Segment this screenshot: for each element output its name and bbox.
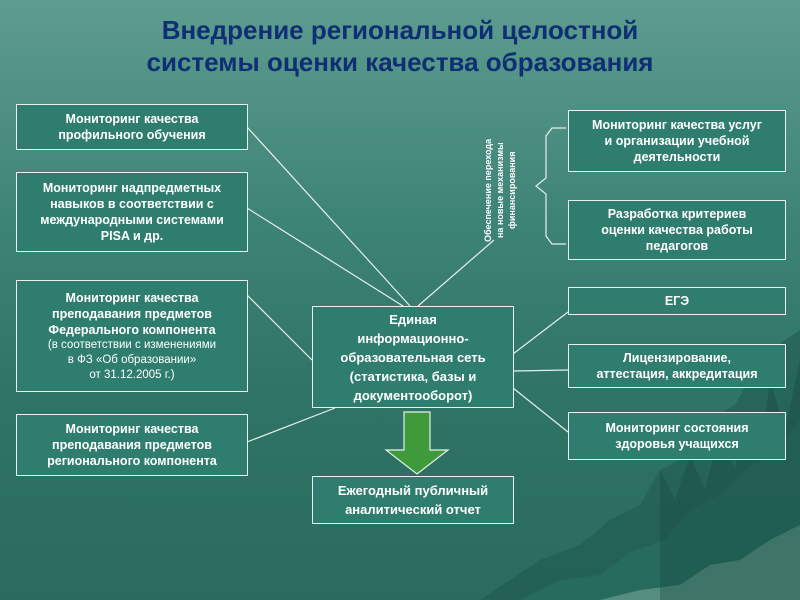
vertical-label-line: Обеспечение перехода xyxy=(483,138,493,242)
box-line: международными системами xyxy=(40,213,224,227)
left-box-skills-monitoring: Мониторинг надпредметных навыков в соотв… xyxy=(16,172,248,252)
right-box-service-quality: Мониторинг качества услуг и организации … xyxy=(568,110,786,172)
box-note-line: (в соответствии с изменениями xyxy=(47,338,217,351)
box-note-line: в ФЗ «Об образовании» xyxy=(67,353,197,366)
connector-line xyxy=(512,369,569,372)
vertical-financing-label: Обеспечение перехода на новые механизмы … xyxy=(482,124,522,256)
left-box-federal-component: Мониторинг качества преподавания предмет… xyxy=(16,280,248,392)
left-box-regional-component: Мониторинг качества преподавания предмет… xyxy=(16,414,248,476)
left-box-profile-monitoring: Мониторинг качества профильного обучения xyxy=(16,104,248,150)
box-line: образовательная сеть xyxy=(340,349,486,365)
box-line: PISA и др. xyxy=(100,229,164,243)
box-line: аттестация, аккредитация xyxy=(596,367,758,381)
vertical-label-line: на новые механизмы xyxy=(495,142,505,238)
box-line: профильного обучения xyxy=(58,128,206,142)
box-line: Ежегодный публичный xyxy=(337,483,489,498)
connector-line xyxy=(512,387,569,433)
box-line: Мониторинг качества услуг xyxy=(592,118,762,132)
box-line: преподавания предметов xyxy=(52,306,212,321)
box-line: Мониторинг качества xyxy=(65,422,199,436)
connector-line xyxy=(246,207,404,307)
right-box-ege: ЕГЭ xyxy=(568,287,786,315)
box-line: здоровья учащихся xyxy=(615,437,739,451)
box-line: регионального компонента xyxy=(47,454,217,468)
box-note-line: от 31.12.2005 г.) xyxy=(89,368,175,381)
connector-line xyxy=(512,311,569,355)
brace-shape xyxy=(535,127,566,245)
down-arrow-icon xyxy=(384,411,450,475)
box-line: информационно- xyxy=(357,330,469,346)
title-line: Внедрение региональной целостной xyxy=(161,15,639,45)
box-line: аналитический отчет xyxy=(345,502,481,517)
box-line: (статистика, базы и xyxy=(349,368,477,384)
box-line: Лицензирование, xyxy=(623,351,731,365)
connector-line xyxy=(246,407,336,443)
box-line: навыков в соответствии с xyxy=(50,197,214,211)
box-line: и организации учебной xyxy=(604,134,750,148)
connector-line xyxy=(246,294,313,361)
report-box: Ежегодный публичный аналитический отчет xyxy=(312,476,514,524)
box-line: Мониторинг надпредметных xyxy=(42,181,222,195)
box-line: Мониторинг качества xyxy=(65,290,199,305)
right-box-teacher-criteria: Разработка критериев оценки качества раб… xyxy=(568,200,786,260)
box-line: Мониторинг качества xyxy=(65,112,199,126)
vertical-label-line: финансирования xyxy=(507,151,517,229)
box-line: Федерального компонента xyxy=(48,322,216,337)
box-line: Мониторинг состояния xyxy=(605,421,749,435)
page-title: Внедрение региональной целостной системы… xyxy=(40,14,760,78)
connector-line xyxy=(246,126,411,307)
box-line: педагогов xyxy=(645,239,709,253)
box-line: деятельности xyxy=(633,150,721,164)
box-line: Разработка критериев xyxy=(607,207,747,221)
center-box-information-network: Единая информационно- образовательная се… xyxy=(312,306,514,408)
box-line: документооборот) xyxy=(353,387,473,403)
box-line: оценки качества работы xyxy=(601,223,753,237)
right-box-health-monitoring: Мониторинг состояния здоровья учащихся xyxy=(568,412,786,460)
right-box-licensing: Лицензирование, аттестация, аккредитация xyxy=(568,344,786,388)
box-line: ЕГЭ xyxy=(664,294,690,308)
box-line: преподавания предметов xyxy=(52,438,212,452)
connector-line xyxy=(417,239,495,307)
box-line: Единая xyxy=(389,311,437,327)
title-line: системы оценки качества образования xyxy=(146,47,654,77)
